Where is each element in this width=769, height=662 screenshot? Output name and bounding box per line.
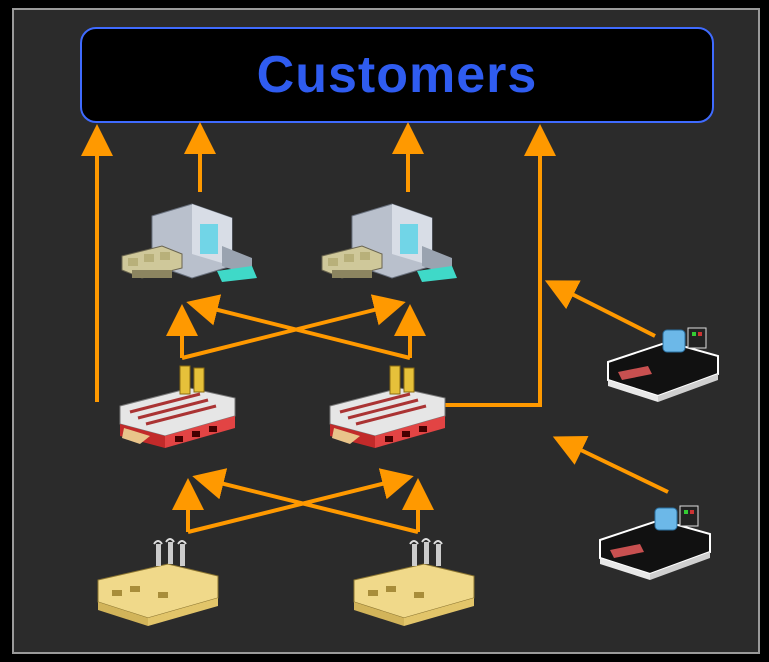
arrow-plant-right-to-customers bbox=[436, 124, 556, 407]
customers-label: Customers bbox=[256, 46, 538, 104]
factory-icon bbox=[118, 364, 237, 450]
supplier-factory-icon bbox=[353, 538, 475, 627]
machine-icon bbox=[599, 505, 711, 581]
arrows bbox=[81, 122, 669, 534]
arrow-machine-lower-to-path bbox=[552, 435, 669, 494]
arrow-plant-right-to-warehouse-left bbox=[186, 294, 411, 360]
factory-icon bbox=[328, 364, 447, 450]
customers-box: Customers bbox=[80, 27, 714, 123]
arrow-supplier-right-to-plant-left bbox=[192, 468, 419, 534]
arrow-supplier-left-to-plant-right bbox=[187, 468, 414, 534]
machine-icon bbox=[607, 327, 719, 403]
warehouse-icon bbox=[121, 203, 258, 283]
arrow-plant-left-to-warehouse-right bbox=[181, 294, 406, 360]
warehouse-icon bbox=[321, 203, 458, 283]
arrow-machine-upper-to-path bbox=[544, 280, 656, 338]
supplier-factory-icon bbox=[97, 538, 219, 627]
